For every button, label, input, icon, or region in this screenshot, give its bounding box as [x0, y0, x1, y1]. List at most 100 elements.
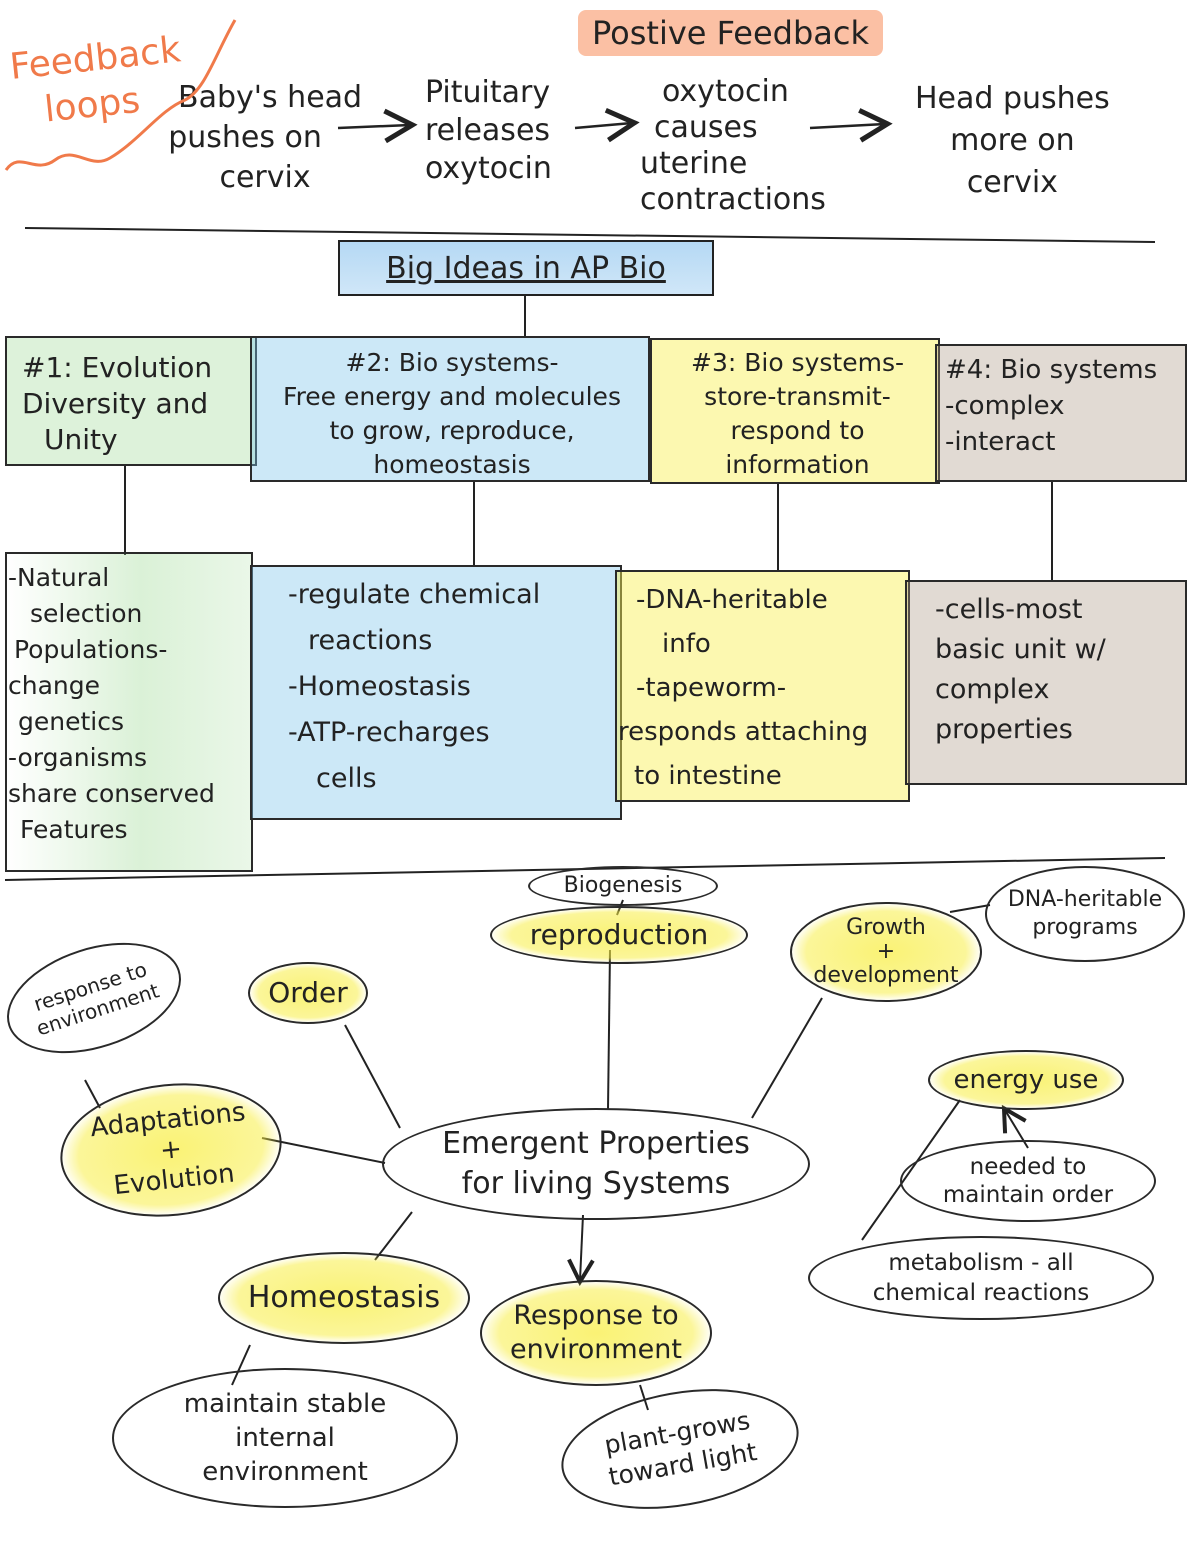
step-3-line: contractions [640, 182, 826, 217]
header-3-line: #3: Bio systems- [691, 348, 904, 377]
mm-link-reproduction [607, 949, 611, 1111]
big-idea-1-details [5, 552, 253, 872]
center-line: Emergent Properties [442, 1126, 750, 1161]
detail-4-line: basic unit w/ [935, 634, 1106, 665]
step-4-line: Head pushes [915, 81, 1110, 116]
mm-link-dna-programs [949, 904, 991, 913]
header-3-line: store-transmit- [704, 382, 891, 411]
mm-link-response [580, 1214, 583, 1280]
maintain-line: maintain stable [183, 1389, 387, 1419]
node-response-environment: Response to environment [480, 1280, 712, 1386]
homeostasis-line: Homeostasis [247, 1280, 441, 1315]
mm-link-growth [751, 997, 823, 1119]
divider-top [24, 227, 1156, 243]
feedback-step-1: Baby's head pushes on cervix [128, 78, 362, 198]
big-idea-4-details-text: -cells-most basic unit w/ complex proper… [935, 590, 1106, 750]
big-idea-2-header-text: #2: Bio systems- Free energy and molecul… [262, 346, 642, 482]
big-idea-3-header [650, 338, 940, 484]
detail-4-line: -cells-most [935, 594, 1083, 625]
arrow-3 [809, 124, 885, 128]
growth-line: Growth [846, 915, 926, 940]
header-4-line: #4: Bio systems [945, 355, 1158, 385]
big-idea-1-header-text: #1: Evolution Diversity and Unity [22, 350, 212, 458]
node-reproduction: reproduction [490, 906, 748, 964]
detail-1-line: Features [20, 815, 128, 844]
detail-1-line: genetics [18, 707, 124, 736]
needed-line: needed to [969, 1154, 1087, 1180]
feedback-step-3: oxytocin causes uterine contractions [640, 74, 826, 218]
step-3-line: uterine [640, 146, 748, 181]
adaptations-line: + [158, 1133, 184, 1167]
response-line: Response to [513, 1300, 679, 1331]
node-maintain-stable: maintain stable internal environment [112, 1368, 458, 1508]
detail-1-line: -Natural [8, 563, 110, 592]
header-2-line: Free energy and molecules [283, 382, 621, 411]
big-idea-1-header [5, 336, 257, 466]
step-2-line: releases [425, 113, 551, 148]
big-ideas-title-text: Big Ideas in AP Bio [386, 250, 666, 286]
dna-line: DNA-heritable [1007, 887, 1163, 912]
step-2-line: Pituitary [425, 75, 551, 110]
biogenesis-line: Biogenesis [563, 873, 683, 898]
big-ideas-title: Big Ideas in AP Bio [338, 240, 714, 296]
detail-1-line: change [8, 671, 101, 700]
big-idea-3-header-text: #3: Bio systems- store-transmit- respond… [660, 346, 935, 482]
step-3-line: causes [654, 110, 758, 145]
detail-4-line: properties [935, 714, 1073, 745]
big-idea-4-header-text: #4: Bio systems -complex -interact [945, 352, 1157, 460]
node-metabolism: metabolism - all chemical reactions [808, 1236, 1154, 1320]
step-3-line: oxytocin [662, 74, 789, 109]
node-needed-maintain-order: needed to maintain order [900, 1140, 1156, 1222]
mm-link-adaptations [261, 1137, 386, 1164]
detail-2-line: cells [316, 763, 377, 794]
squiggle-decoration [4, 19, 237, 171]
big-idea-2-header [250, 336, 650, 482]
detail-3-line: to intestine [634, 761, 782, 791]
header-3-line: information [725, 450, 870, 479]
detail-2-line: -Homeostasis [288, 671, 471, 702]
header-4-line: -complex [945, 391, 1065, 421]
maintain-line: environment [202, 1457, 368, 1487]
reproduction-line: reproduction [529, 918, 709, 951]
detail-3-line: -DNA-heritable [636, 585, 828, 615]
energy-line: energy use [953, 1065, 1099, 1095]
metabolism-line: metabolism - all [888, 1250, 1074, 1276]
node-growth-development: Growth + development [790, 902, 982, 1002]
step-1-line: cervix [219, 160, 311, 195]
order-line: Order [268, 976, 348, 1009]
header-2-line: homeostasis [373, 450, 531, 479]
dna-line: programs [1032, 915, 1138, 940]
detail-3-line: responds attaching [618, 717, 869, 747]
node-energy-use: energy use [928, 1050, 1124, 1110]
needed-line: maintain order [942, 1182, 1114, 1208]
detail-1-line: share conserved [8, 779, 215, 808]
detail-1-line: -organisms [8, 743, 148, 772]
detail-1-line: selection [30, 599, 143, 628]
detail-2-line: -regulate chemical [288, 579, 541, 610]
node-order: Order [248, 962, 368, 1024]
feedback-step-2: Pituitary releases oxytocin [425, 74, 552, 188]
mm-link-plant [639, 1384, 649, 1411]
big-idea-1-details-text: -Natural selection Populations- change g… [8, 560, 215, 848]
metabolism-line: chemical reactions [872, 1280, 1090, 1306]
header-2-line: to grow, reproduce, [329, 416, 575, 445]
header-3-line: respond to [730, 416, 865, 445]
step-4-line: cervix [966, 165, 1058, 200]
node-emergent-properties: Emergent Properties for living Systems [382, 1108, 810, 1220]
step-1-line: pushes on [168, 120, 322, 155]
maintain-line: internal [235, 1423, 335, 1453]
header-1-line: #1: Evolution [22, 351, 213, 384]
step-2-line: oxytocin [425, 151, 552, 186]
mm-link-response-top [84, 1079, 101, 1109]
mm-link-order [344, 1024, 401, 1129]
response-line: environment [510, 1334, 682, 1365]
big-idea-4-details [905, 580, 1187, 785]
detail-4-line: complex [935, 674, 1050, 705]
growth-line: + [876, 939, 896, 964]
adaptations-line: Evolution [112, 1158, 236, 1202]
big-idea-2-details-text: -regulate chemical reactions -Homeostasi… [288, 572, 540, 802]
arrow-1 [337, 125, 410, 128]
step-4-line: more on [950, 123, 1075, 158]
big-idea-3-details [615, 570, 910, 802]
growth-line: development [813, 963, 959, 988]
